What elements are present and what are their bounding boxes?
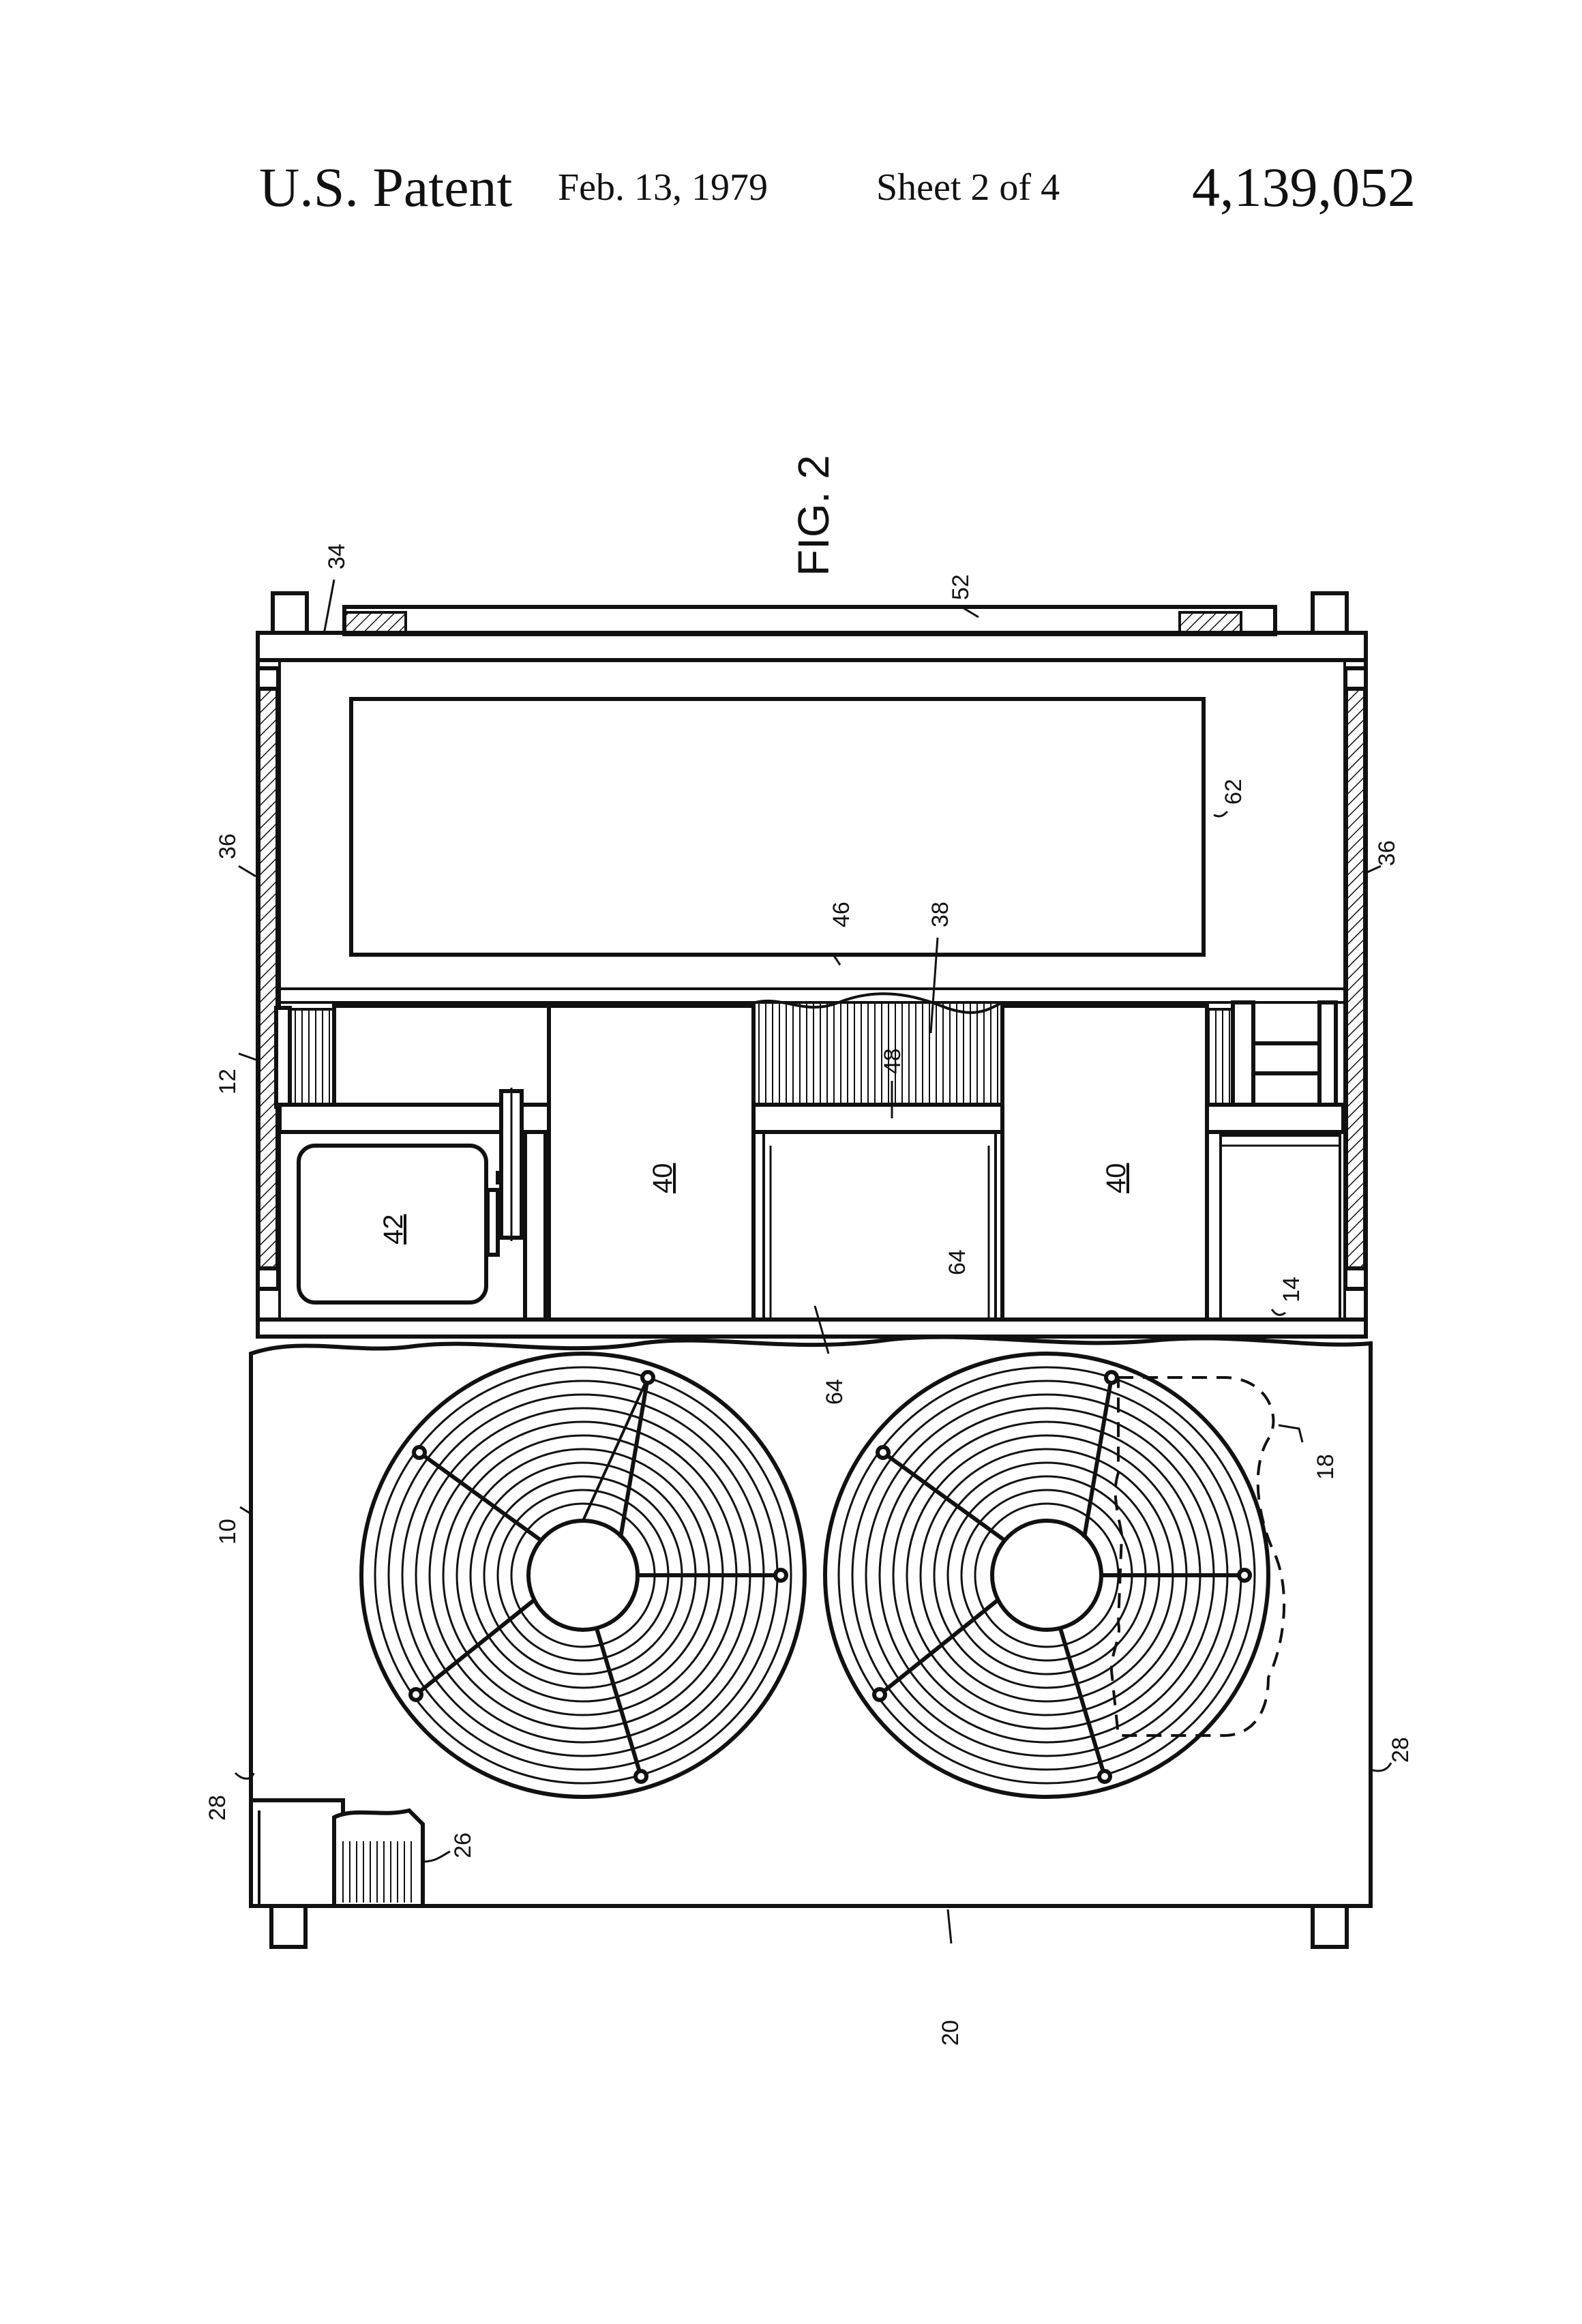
bracket-bl	[256, 1266, 280, 1291]
bracket-tl	[256, 666, 280, 691]
ref-64-upper: 64	[944, 1249, 970, 1275]
ref-28-left: 28	[205, 1795, 230, 1821]
ref-20: 20	[938, 2020, 964, 2046]
ref-26: 26	[450, 1832, 476, 1858]
ref-36-left: 36	[215, 833, 241, 859]
bracket-tr	[1343, 666, 1368, 691]
ref-48: 48	[880, 1048, 906, 1074]
motor-outline-18	[1109, 1376, 1286, 1737]
ref-28-right: 28	[1388, 1737, 1414, 1763]
ref-18: 18	[1313, 1454, 1339, 1480]
duct-64	[762, 1131, 997, 1321]
reference-labels: 34 52 62 36 36 46 38 12 48 42 40 40 64 6…	[205, 543, 1414, 2046]
tube-38	[752, 1001, 1004, 1106]
ref-40-right: 40	[1101, 1163, 1131, 1194]
top-plate	[256, 631, 1368, 662]
duct-52	[342, 605, 1277, 636]
foot-bottom-left	[269, 1904, 308, 1949]
header-sheet: Sheet 2 of 4	[876, 166, 1060, 209]
upper-housing	[256, 591, 1368, 1339]
ref-38: 38	[927, 902, 953, 927]
foot-top-right	[1311, 591, 1349, 636]
insulation-left	[258, 687, 278, 1270]
condenser-unit	[249, 1335, 1373, 1949]
ref-34: 34	[324, 543, 350, 569]
ref-36-right: 36	[1374, 840, 1400, 866]
blower-left-40	[547, 1004, 756, 1322]
ref-64-lower: 64	[822, 1379, 848, 1405]
ref-46: 46	[829, 902, 854, 927]
fan-right	[823, 1352, 1270, 1799]
panel-62	[349, 697, 1206, 957]
ref-12: 12	[215, 1069, 241, 1094]
ref-42: 42	[378, 1215, 408, 1245]
blower-right-40	[1000, 1004, 1209, 1322]
header-title: U.S. Patent	[259, 156, 513, 218]
ref-62: 62	[1221, 779, 1247, 805]
insulation-right	[1345, 687, 1366, 1270]
ref-10: 10	[215, 1519, 241, 1545]
ref-40-left: 40	[648, 1163, 678, 1194]
ref-52: 52	[948, 574, 974, 600]
base-plate-14	[256, 1317, 1368, 1339]
header-patent-number: 4,139,052	[1192, 156, 1416, 218]
bracket-br	[1343, 1266, 1368, 1291]
figure-label: FIG. 2	[789, 455, 838, 576]
fan-left	[359, 1352, 807, 1799]
header-date: Feb. 13, 1979	[558, 166, 768, 209]
foot-bottom-right	[1311, 1904, 1349, 1949]
foot-top-left	[271, 591, 309, 636]
ref-14: 14	[1279, 1277, 1304, 1302]
